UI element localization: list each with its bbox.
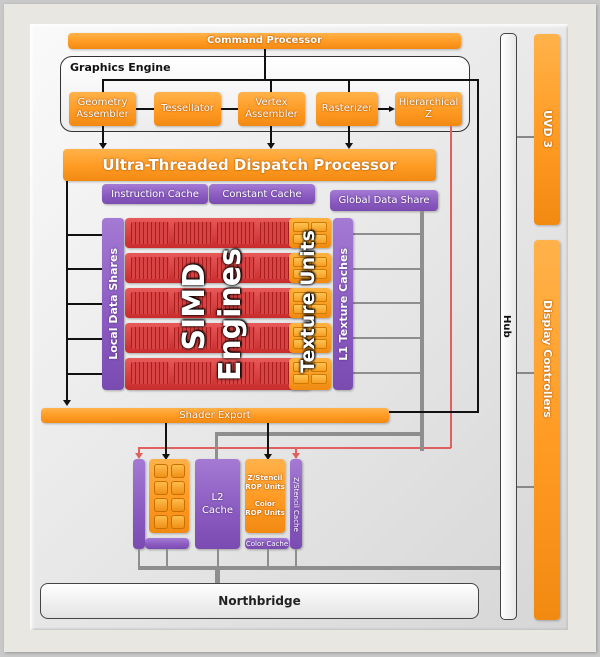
zstencil-rop-label-2: ROP Units [245, 483, 285, 491]
connector [376, 108, 390, 110]
connector [102, 79, 479, 81]
texture-units-label: Texture Units [297, 230, 319, 373]
arrow [162, 454, 170, 460]
engines-label: Engines [213, 248, 248, 382]
gds-bus [353, 337, 420, 339]
arrow [345, 143, 353, 149]
hiz-connector [138, 447, 451, 449]
command-processor: Command Processor [68, 33, 461, 49]
color-rop-label-1: Color [254, 500, 276, 508]
hiz-connector [295, 447, 297, 455]
connector [66, 234, 104, 236]
simd-row [125, 253, 311, 283]
connector [66, 338, 104, 340]
zstencil-cache: Z/Stencil Cache [290, 459, 302, 549]
depth-cache-left [133, 459, 145, 549]
geometry-assembler: Geometry Assembler [69, 92, 136, 126]
l2-cache-label-2: Cache [201, 505, 234, 516]
connector [348, 126, 350, 144]
gds-bus [353, 268, 420, 270]
l2-bus [215, 432, 424, 436]
graphics-engine-title: Graphics Engine [70, 61, 171, 74]
constant-cache: Constant Cache [209, 184, 315, 204]
global-data-share: Global Data Share [330, 190, 438, 211]
connector [267, 423, 269, 455]
rop-units-right: Z/Stencil ROP Units Color ROP Units [245, 459, 285, 533]
memory-bus [295, 549, 297, 567]
local-data-shares-label: Local Data Shares [106, 248, 120, 360]
simd-row [125, 218, 311, 248]
l2-cache-label-1: L2 [211, 492, 224, 503]
northbridge: Northbridge [40, 583, 479, 619]
memory-bus [138, 549, 140, 567]
simd-row [125, 323, 311, 353]
connector [165, 423, 167, 455]
arrow [264, 454, 272, 460]
gds-bus [353, 233, 420, 235]
connector [270, 79, 272, 93]
color-cache: Color Cache [245, 538, 289, 549]
memory-bus [166, 549, 168, 567]
arrow [99, 143, 107, 149]
simd-row [125, 288, 311, 318]
color-rop-label-2: ROP Units [245, 509, 285, 517]
connector [66, 268, 104, 270]
hub-connector [517, 486, 534, 488]
hierarchical-z: Hierarchical Z [395, 92, 462, 126]
uvd-3: UVD 3 [534, 34, 560, 225]
vertex-assembler: Vertex Assembler [238, 92, 305, 126]
connector [135, 108, 155, 110]
l1-texture-caches-label: L1 Texture Caches [336, 247, 350, 361]
zstencil-rop-label-1: Z/Stencil [247, 474, 283, 482]
gds-bus [353, 302, 420, 304]
arrow [389, 106, 395, 112]
memory-bus [267, 549, 269, 567]
memory-bus [138, 566, 500, 570]
connector [220, 108, 240, 110]
memory-bus [215, 566, 220, 584]
arrow [292, 453, 300, 459]
connector [102, 126, 104, 144]
memory-bus [217, 549, 219, 567]
simd-engines: SIMD Engines [125, 218, 311, 390]
arrow [63, 400, 71, 406]
zstencil-cache-label: Z/Stencil Cache [292, 476, 300, 532]
rasterizer: Rasterizer [316, 92, 378, 126]
ultra-threaded-dispatch-processor: Ultra-Threaded Dispatch Processor [63, 149, 436, 181]
connector [264, 49, 266, 80]
cache-bar-left [145, 538, 189, 549]
texture-units: Texture Units [289, 218, 331, 390]
hiz-connector [450, 126, 452, 448]
hub-connector [517, 372, 534, 374]
connector [348, 79, 350, 93]
connector [66, 303, 104, 305]
l1-texture-caches: L1 Texture Caches [333, 218, 353, 390]
hub-label: Hub [501, 315, 512, 338]
l2-bus [215, 432, 218, 460]
hub-connector [517, 136, 534, 138]
hiz-connector [138, 447, 140, 455]
simd-row [125, 358, 311, 390]
instruction-cache: Instruction Cache [102, 184, 208, 204]
connector [66, 181, 68, 403]
connector [477, 79, 479, 412]
hub [500, 33, 517, 620]
arrow [135, 453, 143, 459]
arrow [267, 143, 275, 149]
gds-bus [420, 211, 424, 451]
tessellator: Tessellator [154, 92, 221, 126]
local-data-shares: Local Data Shares [102, 218, 124, 390]
connector [102, 79, 104, 93]
connector [389, 411, 479, 413]
shader-export: Shader Export [41, 408, 389, 423]
rop-units-left [149, 459, 189, 533]
gds-bus [353, 372, 420, 374]
l2-cache: L2 Cache [195, 459, 240, 549]
display-controllers: Display Controllers [534, 240, 560, 620]
connector [270, 126, 272, 144]
simd-label: SIMD [177, 263, 212, 351]
connector [66, 373, 104, 375]
